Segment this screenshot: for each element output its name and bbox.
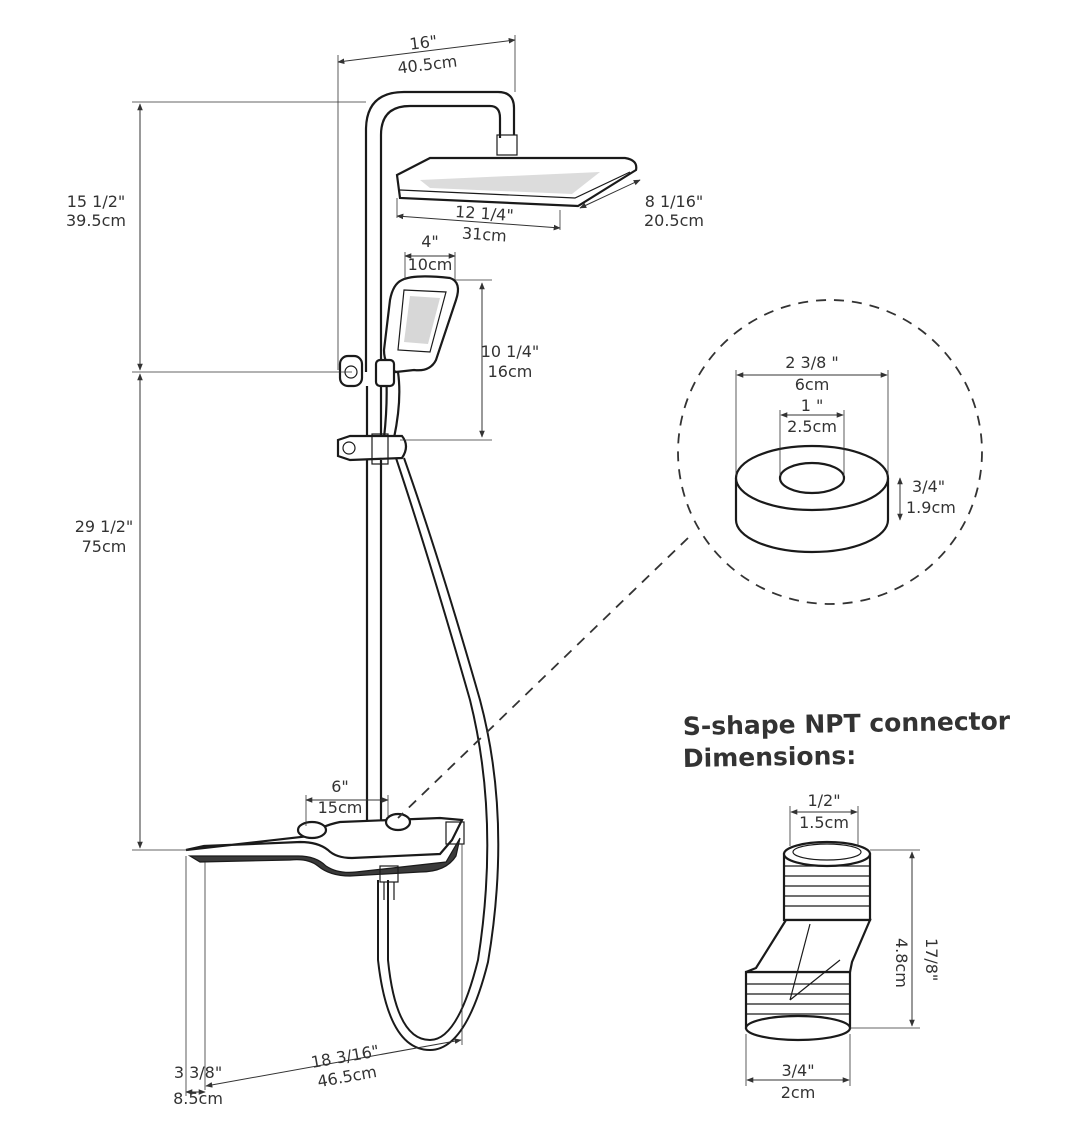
conn-top-in: 1/2": [807, 791, 840, 810]
shower-hose: [387, 457, 489, 1042]
head-depth-cm: 20.5cm: [644, 211, 704, 230]
s-connector: [744, 806, 920, 1086]
conn-bottom-cm: 2cm: [781, 1083, 816, 1102]
detail-leader-line: [397, 537, 689, 819]
overall-width-cm: 40.5cm: [396, 51, 458, 77]
washer-outer-in: 2 3/8 ": [785, 353, 838, 372]
connector-title-line2: Dimensions:: [683, 741, 857, 773]
lower-height-in: 29 1/2": [75, 517, 134, 536]
detail-callout-circle: [677, 299, 983, 605]
head-width-in: 12 1/4": [455, 202, 515, 225]
conn-height-cm: 4.8cm: [892, 938, 911, 988]
head-width-cm: 31cm: [461, 223, 507, 245]
washer-outer-cm: 6cm: [795, 375, 830, 394]
hand-length-in: 10 1/4": [481, 342, 540, 361]
conn-bottom-in: 3/4": [781, 1061, 814, 1080]
washer-thick-in: 3/4": [912, 477, 945, 496]
lower-riser: [365, 386, 383, 820]
valve-spacing-in: 6": [331, 777, 349, 796]
overall-width-in: 16": [408, 31, 438, 53]
washer-thick-cm: 1.9cm: [906, 498, 956, 517]
hand-width-in: 4": [421, 232, 439, 251]
hand-width-cm: 10cm: [408, 255, 453, 274]
riser-pipe: [364, 90, 516, 372]
shelf-depth-cm: 8.5cm: [173, 1089, 223, 1108]
hand-length-cm: 16cm: [488, 362, 533, 381]
shelf-depth-in: 3 3/8": [174, 1063, 222, 1082]
washer-detail: [397, 299, 983, 819]
washer-inner-cm: 2.5cm: [787, 417, 837, 436]
valve-spacing-cm: 15cm: [318, 798, 363, 817]
washer-inner-in: 1 ": [801, 396, 824, 415]
top-height-in: 15 1/2": [67, 192, 126, 211]
conn-height-in: 17/8": [922, 938, 941, 981]
head-depth-in: 8 1/16": [645, 192, 704, 211]
connector-title-line1: S-shape NPT connector: [683, 706, 1011, 741]
shower-system: [185, 90, 638, 1052]
top-height-cm: 39.5cm: [66, 211, 126, 230]
valve-shelf: [185, 816, 464, 860]
conn-top-cm: 1.5cm: [799, 813, 849, 832]
dimension-lines: [132, 35, 641, 1096]
lower-height-cm: 75cm: [82, 537, 127, 556]
